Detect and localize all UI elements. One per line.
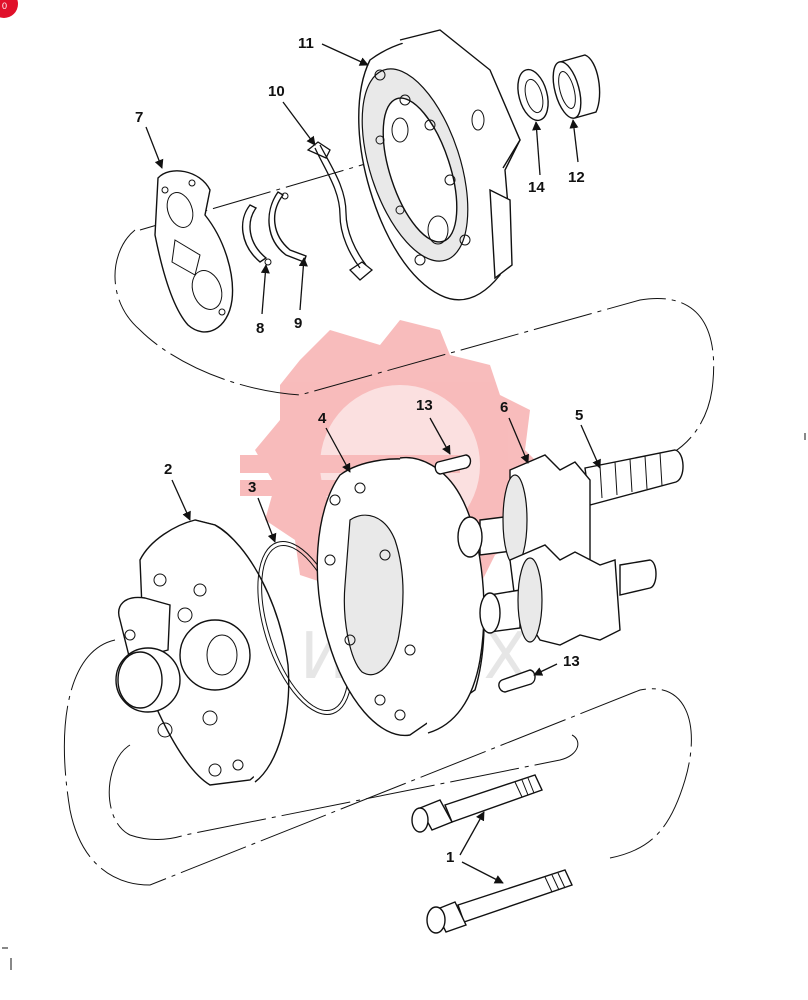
part-seal-8 <box>241 204 272 266</box>
callout-12: 12 <box>568 169 585 186</box>
callout-5: 5 <box>575 407 583 424</box>
part-rear-housing <box>115 519 290 786</box>
part-seal-9 <box>268 191 307 263</box>
callout-13-lower: 13 <box>563 653 580 670</box>
part-bolt-upper <box>411 774 543 833</box>
part-bearing-seal <box>552 54 601 119</box>
callout-leaders <box>145 43 601 884</box>
part-driven-gear <box>479 544 657 646</box>
callout-4: 4 <box>318 410 327 427</box>
callout-11: 11 <box>298 35 314 52</box>
part-dowel-pin-lower <box>498 669 536 693</box>
callout-2: 2 <box>164 461 172 478</box>
callout-3: 3 <box>248 479 256 496</box>
callout-10: 10 <box>268 83 285 100</box>
part-bolt-lower <box>426 869 573 934</box>
callout-13-upper: 13 <box>416 397 433 414</box>
callout-1: 1 <box>446 849 454 866</box>
assembly-guide-lower <box>63 639 692 886</box>
part-wear-plate <box>154 170 234 333</box>
corner-badge: 0 <box>0 0 18 18</box>
callout-labels: 7 8 9 10 11 14 12 2 3 4 13 6 5 13 1 <box>135 35 585 866</box>
corner-badge-text: 0 <box>2 1 7 11</box>
part-spring-clip <box>306 141 374 281</box>
callout-8: 8 <box>256 320 264 337</box>
callout-7: 7 <box>135 109 143 126</box>
edge-marks <box>2 433 806 970</box>
part-dowel-pin-upper <box>434 454 472 475</box>
part-front-cover <box>358 29 521 301</box>
part-ring <box>517 68 549 122</box>
callout-6: 6 <box>500 399 508 416</box>
callout-9: 9 <box>294 315 302 332</box>
callout-14: 14 <box>528 179 545 196</box>
